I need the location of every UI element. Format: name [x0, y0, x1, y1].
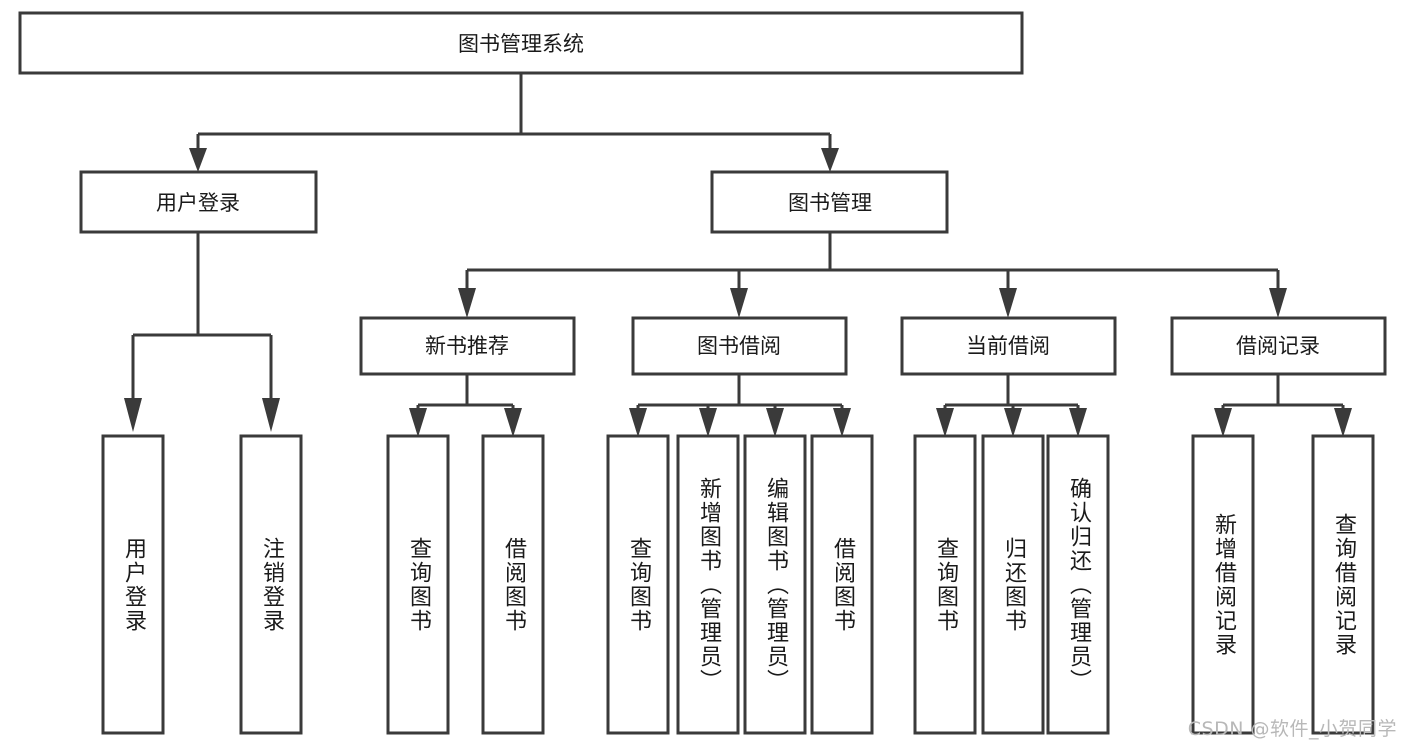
leaf-box-add-borrow-record[interactable]: [1191, 434, 1255, 735]
connectors-group: [124, 73, 1352, 437]
node-borrow-record-label: 借阅记录: [1236, 334, 1320, 358]
node-current-borrow[interactable]: 当前借阅: [900, 316, 1117, 376]
node-book-management[interactable]: 图书管理: [710, 170, 949, 234]
node-user-login-box[interactable]: [79, 170, 318, 234]
arrow-head-icon: [124, 398, 142, 432]
node-root-label: 图书管理系统: [458, 32, 584, 56]
leaf-box-borrow-book[interactable]: [810, 434, 874, 735]
leaf-box-query-book-rec[interactable]: [386, 434, 450, 735]
arrow-head-icon: [629, 408, 647, 437]
node-root[interactable]: 图书管理系统: [18, 11, 1024, 75]
leaf-box-return-book[interactable]: [981, 434, 1045, 735]
node-new-book-recommend-label: 新书推荐: [425, 334, 509, 358]
arrow-head-icon: [1004, 408, 1022, 437]
node-root-box[interactable]: [18, 11, 1024, 75]
node-book-borrow[interactable]: 图书借阅: [631, 316, 848, 376]
arrow-head-icon: [504, 408, 522, 437]
leaf-box-query-book-borrow[interactable]: [606, 434, 670, 735]
arrow-head-icon: [699, 408, 717, 437]
node-user-login-label: 用户登录: [156, 191, 240, 215]
arrow-head-icon: [1269, 288, 1287, 318]
leaf-box-borrow-book-rec[interactable]: [481, 434, 545, 735]
arrow-head-icon: [730, 288, 748, 318]
arrow-head-icon: [189, 148, 207, 172]
arrow-head-icon: [821, 148, 839, 172]
node-borrow-record-box[interactable]: [1170, 316, 1387, 376]
arrow-head-icon: [766, 408, 784, 437]
leaf-box-add-book-admin[interactable]: [676, 434, 740, 735]
node-current-borrow-label: 当前借阅: [966, 334, 1050, 358]
node-borrow-record[interactable]: 借阅记录: [1170, 316, 1387, 376]
leaf-box-query-borrow-record[interactable]: [1311, 434, 1375, 735]
node-book-borrow-box[interactable]: [631, 316, 848, 376]
arrow-head-icon: [1069, 408, 1087, 437]
arrow-head-icon: [262, 398, 280, 432]
arrow-head-icon: [409, 408, 427, 437]
arrow-head-icon: [999, 288, 1017, 318]
node-book-management-label: 图书管理: [788, 191, 872, 215]
leaf-boxes-group: [101, 434, 1375, 735]
node-user-login[interactable]: 用户登录: [79, 170, 318, 234]
node-book-borrow-label: 图书借阅: [697, 334, 781, 358]
node-book-management-box[interactable]: [710, 170, 949, 234]
arrow-head-icon: [1214, 408, 1232, 437]
arrow-head-icon: [833, 408, 851, 437]
arrow-head-icon: [936, 408, 954, 437]
leaf-box-edit-book-admin[interactable]: [743, 434, 807, 735]
node-new-book-recommend[interactable]: 新书推荐: [359, 316, 576, 376]
watermark-text: CSDN @软件_小贺同学: [1187, 718, 1397, 740]
node-new-book-recommend-box[interactable]: [359, 316, 576, 376]
leaf-box-logout[interactable]: [239, 434, 303, 735]
node-current-borrow-box[interactable]: [900, 316, 1117, 376]
leaf-box-user-login[interactable]: [101, 434, 165, 735]
arrow-head-icon: [458, 288, 476, 318]
arrow-head-icon: [1334, 408, 1352, 437]
leaf-box-confirm-return-admin[interactable]: [1046, 434, 1110, 735]
leaf-box-query-book-current[interactable]: [913, 434, 977, 735]
